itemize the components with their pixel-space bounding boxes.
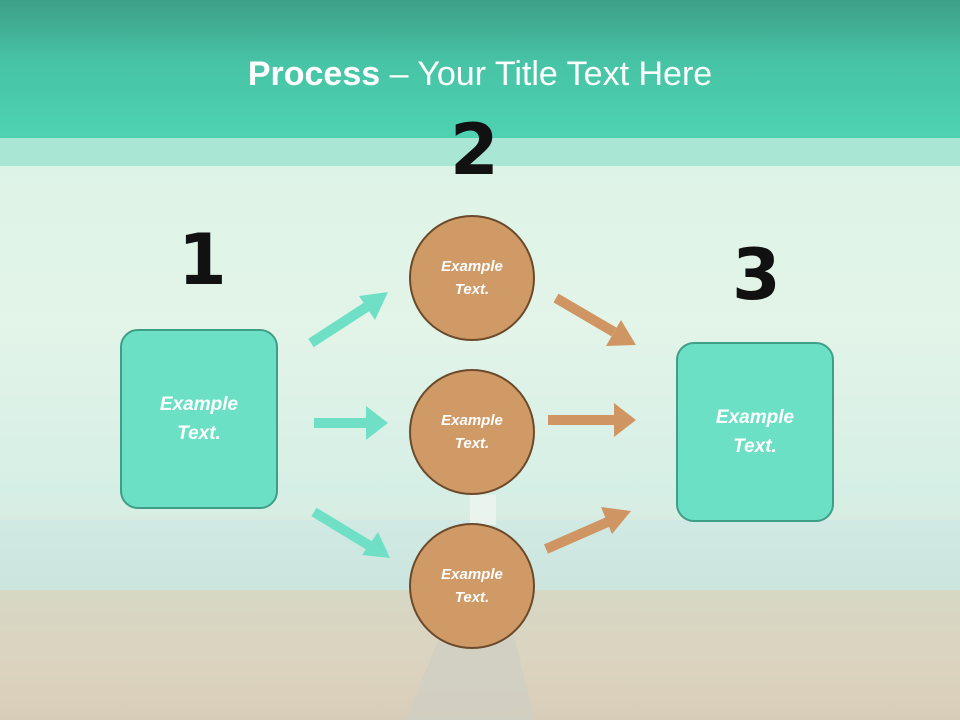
arrow-brown-right — [548, 403, 636, 437]
circle-middle: Example Text. — [409, 369, 535, 495]
right-box-label: Example Text. — [715, 407, 795, 457]
left-process-box: Example Text. — [120, 329, 278, 509]
arrow-teal-up — [308, 292, 388, 348]
step-number-3: 3 — [732, 234, 781, 316]
right-process-box: Example Text. — [676, 342, 834, 522]
title-rest: – Your Title Text Here — [380, 55, 713, 93]
circle-top: Example Text. — [409, 215, 535, 341]
step-number-2: 2 — [450, 109, 499, 191]
arrow-brown-up — [543, 507, 631, 554]
circle-bottom: Example Text. — [409, 523, 535, 649]
left-box-label: Example Text. — [159, 394, 239, 444]
header-band — [0, 138, 960, 166]
circle-top-label: Example Text. — [441, 258, 503, 298]
arrow-teal-right — [314, 406, 388, 440]
circle-middle-label: Example Text. — [441, 412, 503, 452]
circle-bottom-label: Example Text. — [441, 566, 503, 606]
header-bar: Process – Your Title Text Here — [0, 0, 960, 138]
arrow-brown-down — [553, 293, 636, 346]
slide-title: Process – Your Title Text Here — [0, 52, 960, 96]
step-number-1: 1 — [178, 219, 227, 301]
arrow-teal-down — [311, 507, 390, 558]
title-bold: Process — [247, 55, 381, 93]
